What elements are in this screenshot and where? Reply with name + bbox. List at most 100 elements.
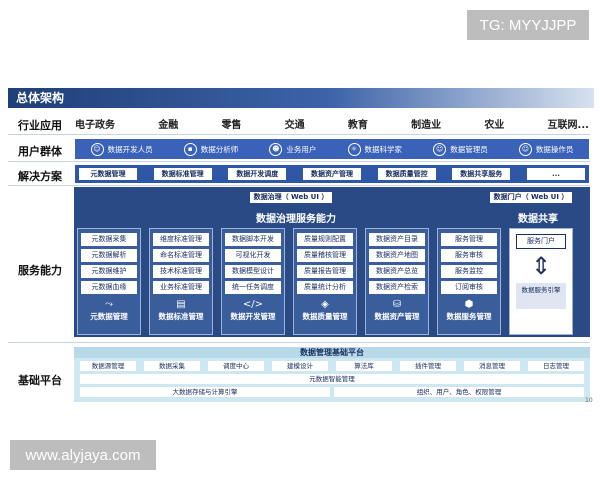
service-item: 数据资产总览 — [369, 265, 425, 278]
service-item: 命名标准管理 — [153, 249, 209, 262]
base-module: 消息管理 — [464, 361, 520, 371]
base-storage-bar: 大数据存储与计算引擎 — [80, 387, 330, 397]
governance-title: 数据治理服务能力 — [256, 214, 336, 225]
solution-item: ... — [526, 168, 585, 180]
solutions-bar: 元数据管理 数据标准管理 数据开发调度 数据资产管理 数据质量管控 数据共享服务… — [75, 165, 589, 183]
base-module: 数据采集 — [144, 361, 200, 371]
solution-item: 元数据管理 — [79, 168, 137, 180]
user-group-item: ⚛数据科学家 — [347, 142, 402, 156]
service-item: 统一任务调度 — [225, 281, 281, 294]
service-column-name: 数据服务管理 — [446, 312, 492, 321]
base-module: 调度中心 — [208, 361, 264, 371]
divider — [8, 342, 590, 343]
service-column-name: 数据标准管理 — [158, 312, 204, 321]
service-item: 质量稽核管理 — [297, 249, 353, 262]
service-item: 质量统计分析 — [297, 281, 353, 294]
industry-item: 农业 — [484, 120, 505, 131]
service-portal-box: 服务门户 — [516, 234, 566, 249]
governance-webui-label: 数据治理（ Web UI ） — [250, 192, 332, 203]
user-group-label: 数据开发人员 — [107, 144, 153, 154]
keyboard-icon: ▤ — [176, 299, 186, 310]
industry-item: 互联网... — [547, 120, 589, 131]
user-group-label: 数据操作员 — [535, 144, 574, 154]
base-module: 算法库 — [336, 361, 392, 371]
service-column-metadata: 元数据采集 元数据解析 元数据维护 元数据血缘 ⤳ 元数据管理 — [77, 228, 141, 335]
divider — [8, 134, 590, 135]
user-group-label: 数据分析师 — [200, 144, 239, 154]
service-item: 元数据血缘 — [81, 281, 137, 294]
base-row-engine: 大数据存储与计算引擎 组织、用户、角色、权限管理 — [80, 387, 584, 397]
industry-item: 教育 — [347, 120, 368, 131]
database-icon: ⛁ — [392, 299, 402, 310]
service-item: 数据模型设计 — [225, 265, 281, 278]
user-group-item: ☺数据管理员 — [433, 142, 488, 156]
base-metadata-bar: 元数据智能管理 — [80, 374, 584, 384]
service-column-name: 数据质量管理 — [302, 312, 348, 321]
service-item: 可视化开发 — [225, 249, 281, 262]
base-permission-bar: 组织、用户、角色、权限管理 — [334, 387, 584, 397]
admin-icon: ☺ — [433, 142, 447, 156]
service-column-name: 数据资产管理 — [374, 312, 420, 321]
data-service-engine-box: 数据服务引擎 — [516, 283, 566, 309]
service-item: 元数据维护 — [81, 265, 137, 278]
base-row-modules: 数据源管理 数据采集 调度中心 建模设计 算法库 插件管理 消息管理 日志管理 — [80, 361, 584, 371]
service-item: 订阅审核 — [441, 281, 497, 294]
service-item: 技术标准管理 — [153, 265, 209, 278]
divider — [8, 185, 590, 186]
industry-item: 电子政务 — [75, 120, 115, 131]
base-platform-panel: 数据管理基础平台 数据源管理 数据采集 调度中心 建模设计 算法库 插件管理 消… — [74, 347, 590, 402]
industry-item: 零售 — [221, 120, 242, 131]
scientist-icon: ⚛ — [347, 142, 361, 156]
solution-item: 数据质量管控 — [377, 168, 436, 180]
industry-item: 交通 — [284, 120, 305, 131]
service-column-dev: 数据脚本开发 可视化开发 数据模型设计 统一任务调度 </> 数据开发管理 — [221, 228, 285, 335]
service-item: 质量报告管理 — [297, 265, 353, 278]
service-item: 质量规则配置 — [297, 233, 353, 246]
user-group-label: 数据管理员 — [450, 144, 488, 154]
base-platform-title: 数据管理基础平台 — [74, 347, 590, 358]
user-group-bar: ☺数据开发人员 ▪数据分析师 ☻业务用户 ⚛数据科学家 ☺数据管理员 ☺数据操作… — [75, 139, 589, 159]
user-icon: ☺ — [90, 142, 104, 156]
person-icon: ☻ — [269, 142, 283, 156]
row-label-industry: 行业应用 — [18, 119, 62, 132]
bidirectional-arrow-icon: ⇕ — [530, 252, 552, 280]
row-label-services: 服务能力 — [18, 264, 62, 277]
row-label-base: 基础平台 — [18, 374, 62, 387]
diamond-icon: ◈ — [321, 299, 329, 310]
watermark-bottom: www.alyjaya.com — [10, 440, 156, 470]
service-item: 维度标准管理 — [153, 233, 209, 246]
operator-icon: ☺ — [518, 142, 532, 156]
service-item: 服务监控 — [441, 265, 497, 278]
service-column-name: 数据开发管理 — [230, 312, 276, 321]
base-module: 插件管理 — [400, 361, 456, 371]
industry-row: 电子政务 金融 零售 交通 教育 制造业 农业 互联网... — [75, 116, 589, 132]
code-icon: </> — [242, 299, 264, 310]
user-group-item: ☺数据操作员 — [518, 142, 574, 156]
user-group-label: 业务用户 — [286, 144, 317, 154]
page-number: 10 — [585, 397, 593, 404]
industry-item: 金融 — [158, 120, 179, 131]
user-group-item: ☻业务用户 — [269, 142, 317, 156]
base-module: 建模设计 — [272, 361, 328, 371]
user-group-item: ☺数据开发人员 — [90, 142, 153, 156]
divider — [8, 161, 590, 162]
watermark-top: TG: MYYJJPP — [467, 10, 589, 40]
data-share-panel: 服务门户 ⇕ 数据服务引擎 — [509, 228, 573, 335]
service-item: 服务管理 — [441, 233, 497, 246]
service-column-standard: 维度标准管理 命名标准管理 技术标准管理 业务标准管理 ▤ 数据标准管理 — [149, 228, 213, 335]
service-item: 服务审核 — [441, 249, 497, 262]
industry-item: 制造业 — [411, 120, 442, 131]
base-module: 日志管理 — [528, 361, 584, 371]
service-column-quality: 质量规则配置 质量稽核管理 质量报告管理 质量统计分析 ◈ 数据质量管理 — [293, 228, 357, 335]
flow-icon: ⤳ — [105, 299, 113, 310]
row-label-users: 用户群体 — [18, 145, 62, 158]
service-item: 元数据采集 — [81, 233, 137, 246]
page-title: 总体架构 — [8, 88, 594, 108]
base-row-metadata: 元数据智能管理 — [80, 374, 584, 384]
service-item: 数据资产地图 — [369, 249, 425, 262]
chart-icon: ▪ — [183, 142, 197, 156]
service-item: 数据脚本开发 — [225, 233, 281, 246]
solution-item: 数据资产管理 — [302, 168, 361, 180]
row-label-solutions: 解决方案 — [18, 170, 62, 183]
base-module: 数据源管理 — [80, 361, 136, 371]
